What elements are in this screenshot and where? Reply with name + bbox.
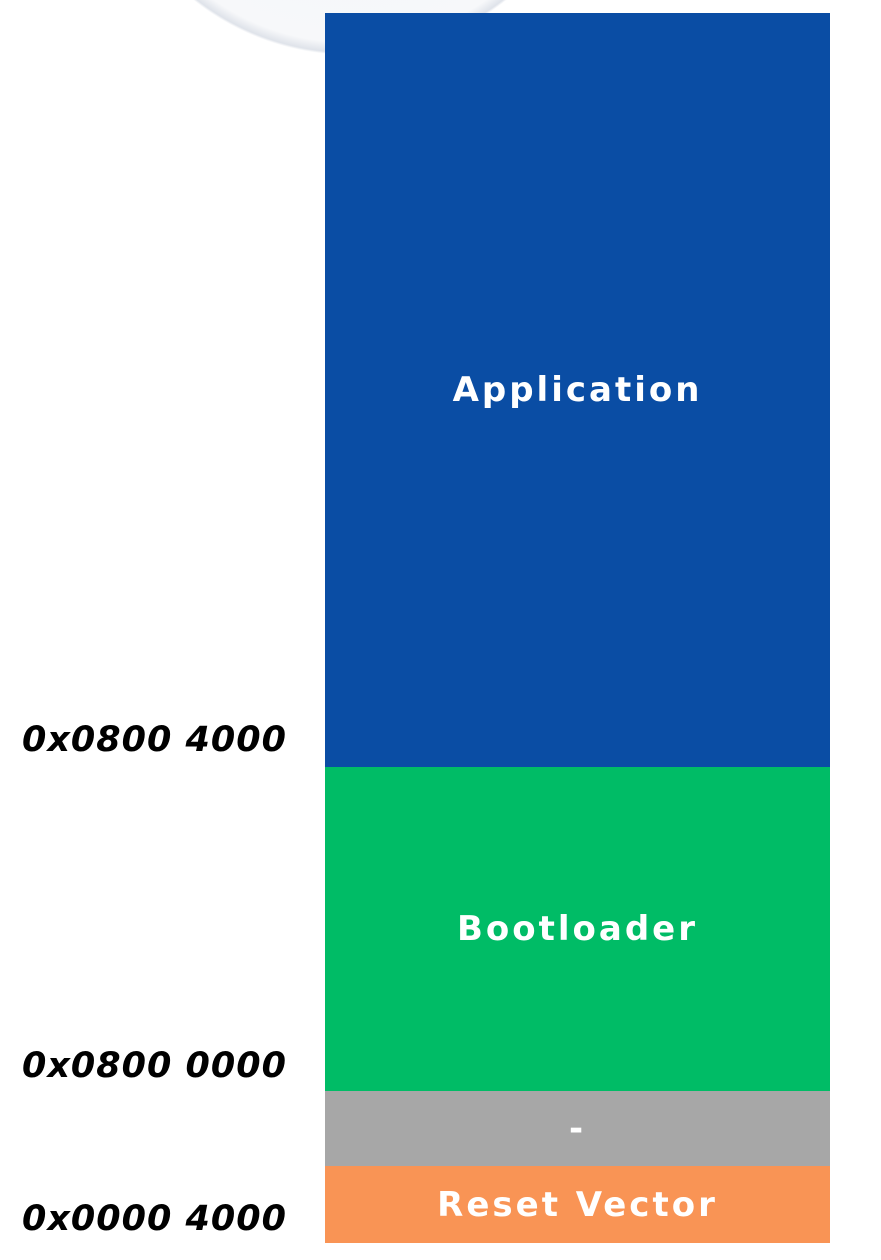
memory-block-bootloader-label: Bootloader — [456, 909, 698, 949]
address-label-0x0800-4000: 0x0800 4000 — [22, 720, 287, 760]
memory-block-application-label: Application — [452, 370, 703, 410]
memory-block-bootloader: Bootloader — [325, 767, 830, 1091]
memory-block-reserved-label: - — [568, 1108, 587, 1149]
memory-block-reserved: - — [325, 1091, 830, 1166]
address-label-0x0800-0000: 0x0800 0000 — [22, 1046, 287, 1086]
memory-block-reset-vector-label: Reset Vector — [437, 1184, 718, 1225]
address-label-0x0000-4000: 0x0000 4000 — [22, 1199, 287, 1239]
memory-block-application: Application — [325, 13, 830, 767]
memory-block-reset-vector: Reset Vector — [325, 1166, 830, 1243]
